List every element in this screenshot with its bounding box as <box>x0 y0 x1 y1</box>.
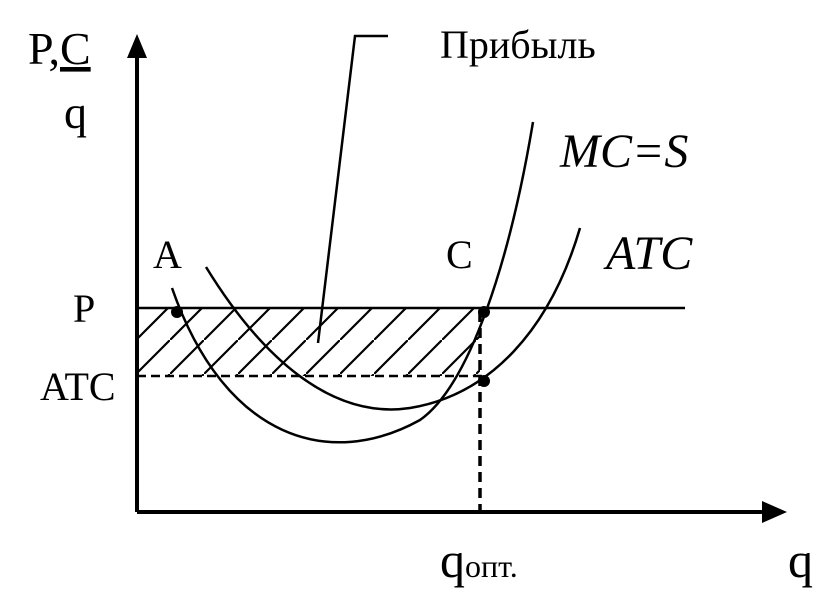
y-axis-arrow <box>127 34 147 58</box>
x-axis-arrow <box>762 501 787 523</box>
point-c-dot <box>478 306 490 318</box>
q-opt-label: qопт. <box>440 532 518 588</box>
point-a-label: A <box>153 232 182 277</box>
profit-label: Прибыль <box>440 22 596 67</box>
point-c-label: C <box>446 232 473 277</box>
mc-curve-label: MC=S <box>559 125 688 178</box>
price-level-label: P <box>73 286 95 331</box>
y-axis-label: P,C <box>28 23 91 74</box>
profit-leader-line <box>316 34 388 344</box>
x-axis-label: q <box>788 532 813 588</box>
atc-level-label: ATC <box>40 364 116 409</box>
point-a-dot <box>171 306 183 318</box>
mc-curve <box>170 121 535 444</box>
atc-curve <box>204 227 582 411</box>
profit-area <box>137 308 480 376</box>
y-axis-label-denominator: q <box>64 87 87 138</box>
atc-curve-label: ATC <box>603 227 693 280</box>
atc-min-dot <box>478 375 490 387</box>
